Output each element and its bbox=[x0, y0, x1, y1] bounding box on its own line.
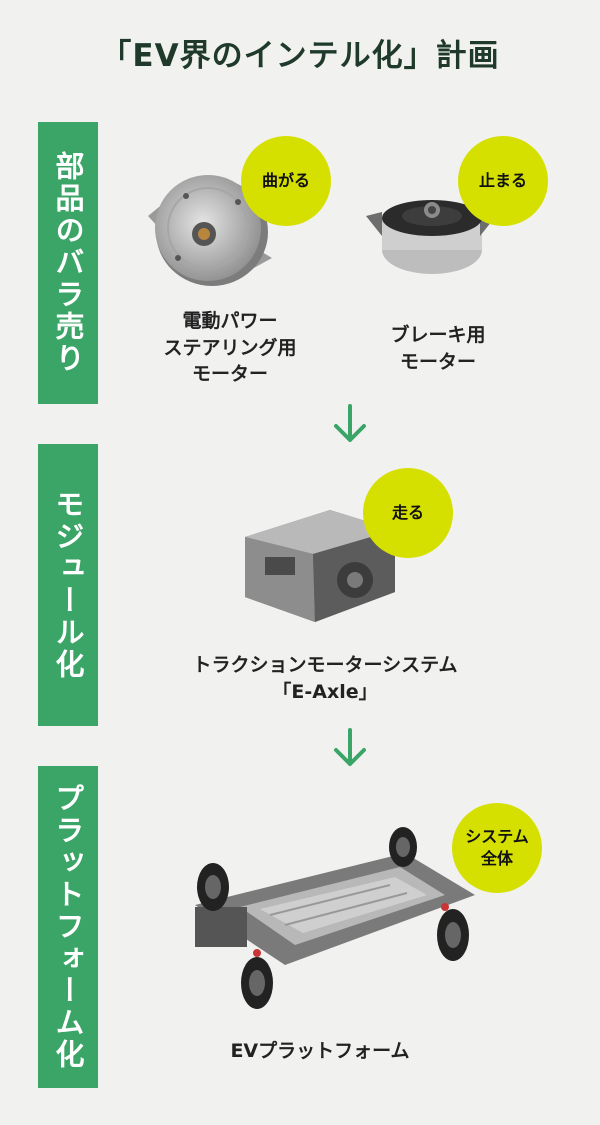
badge-drive: 走る bbox=[363, 468, 453, 558]
page-title: 「EV界のインテル化」計画 bbox=[100, 38, 500, 74]
arrow-down-icon bbox=[334, 728, 366, 766]
eps-motor-icon bbox=[148, 175, 272, 286]
badge-system: システム 全体 bbox=[452, 803, 542, 893]
stage-label: 部品のバラ売り bbox=[51, 151, 85, 375]
stage-label: モジュール化 bbox=[51, 489, 85, 681]
arrow-down-icon bbox=[334, 404, 366, 442]
caption-ev-platform: EVプラットフォーム bbox=[230, 1040, 410, 1062]
stage-band-parts: 部品のバラ売り bbox=[38, 122, 98, 404]
stage-band-module: モジュール化 bbox=[38, 444, 98, 726]
e-axle-icon bbox=[245, 510, 395, 622]
caption-brake-motor: ブレーキ用 モーター bbox=[390, 324, 486, 373]
badge-steer: 曲がる bbox=[241, 136, 331, 226]
caption-e-axle: トラクションモーターシステム 「E-Axle」 bbox=[192, 654, 458, 703]
ev-platform-icon bbox=[195, 827, 475, 1009]
stage-label: プラットフォーム化 bbox=[51, 783, 85, 1071]
badge-brake: 止まる bbox=[458, 136, 548, 226]
caption-eps-motor: 電動パワー ステアリング用 モーター bbox=[163, 310, 297, 386]
stage-band-platform: プラットフォーム化 bbox=[38, 766, 98, 1088]
